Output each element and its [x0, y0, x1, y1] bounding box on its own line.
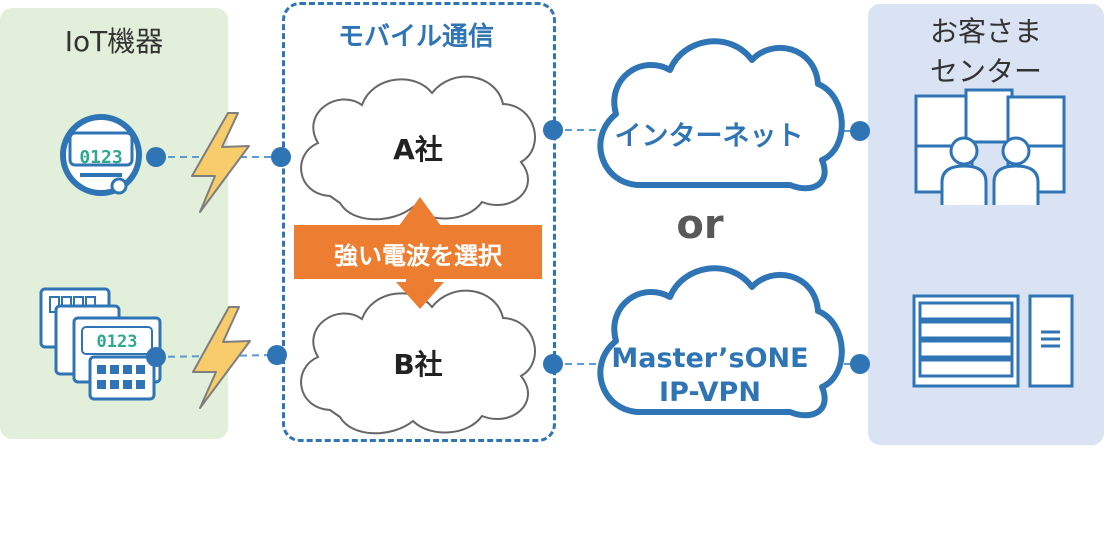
- smart-meter-icon: [60, 114, 142, 196]
- carrier-b-label: B社: [393, 348, 443, 381]
- lightning-bolt-icon: [192, 306, 251, 409]
- vpn-cloud-icon: [597, 265, 845, 419]
- connection-dot: [271, 147, 291, 167]
- mobile-panel: [282, 2, 556, 442]
- operator-center-icon: [914, 88, 1066, 205]
- meter-reading: 0123: [97, 332, 138, 352]
- carrier-a-label: A社: [393, 133, 443, 166]
- connection-dot: [146, 147, 166, 167]
- connection-dot: [267, 345, 287, 365]
- internet-label: インターネット: [614, 121, 804, 152]
- customer-panel-title-line2: センター: [929, 55, 1042, 88]
- mobile-panel-title: モバイル通信: [337, 22, 494, 52]
- connection-dot: [543, 354, 563, 374]
- connection-dot: [146, 347, 166, 367]
- vpn-label-line2: IP-VPN: [659, 377, 761, 408]
- meter-cluster-icon: [39, 287, 162, 401]
- connection-dot: [543, 120, 563, 140]
- customer-panel-title-line1: お客さま: [929, 15, 1042, 48]
- iot-panel-title: IoT機器: [64, 25, 164, 58]
- lightning-bolt-icon: [191, 112, 250, 213]
- signal-choice-label: 強い電波を選択: [334, 242, 502, 270]
- connection-dot: [850, 121, 870, 141]
- or-label: or: [676, 202, 724, 248]
- connection-dot: [850, 354, 870, 374]
- internet-cloud-icon: [597, 38, 845, 192]
- signal-choice-box: [294, 225, 542, 279]
- server-rack-icon: [912, 294, 1074, 388]
- carrier-b-cloud: [300, 289, 536, 435]
- vpn-label-line1: Master’sONE: [611, 343, 809, 374]
- meter-reading: 0123: [79, 147, 122, 168]
